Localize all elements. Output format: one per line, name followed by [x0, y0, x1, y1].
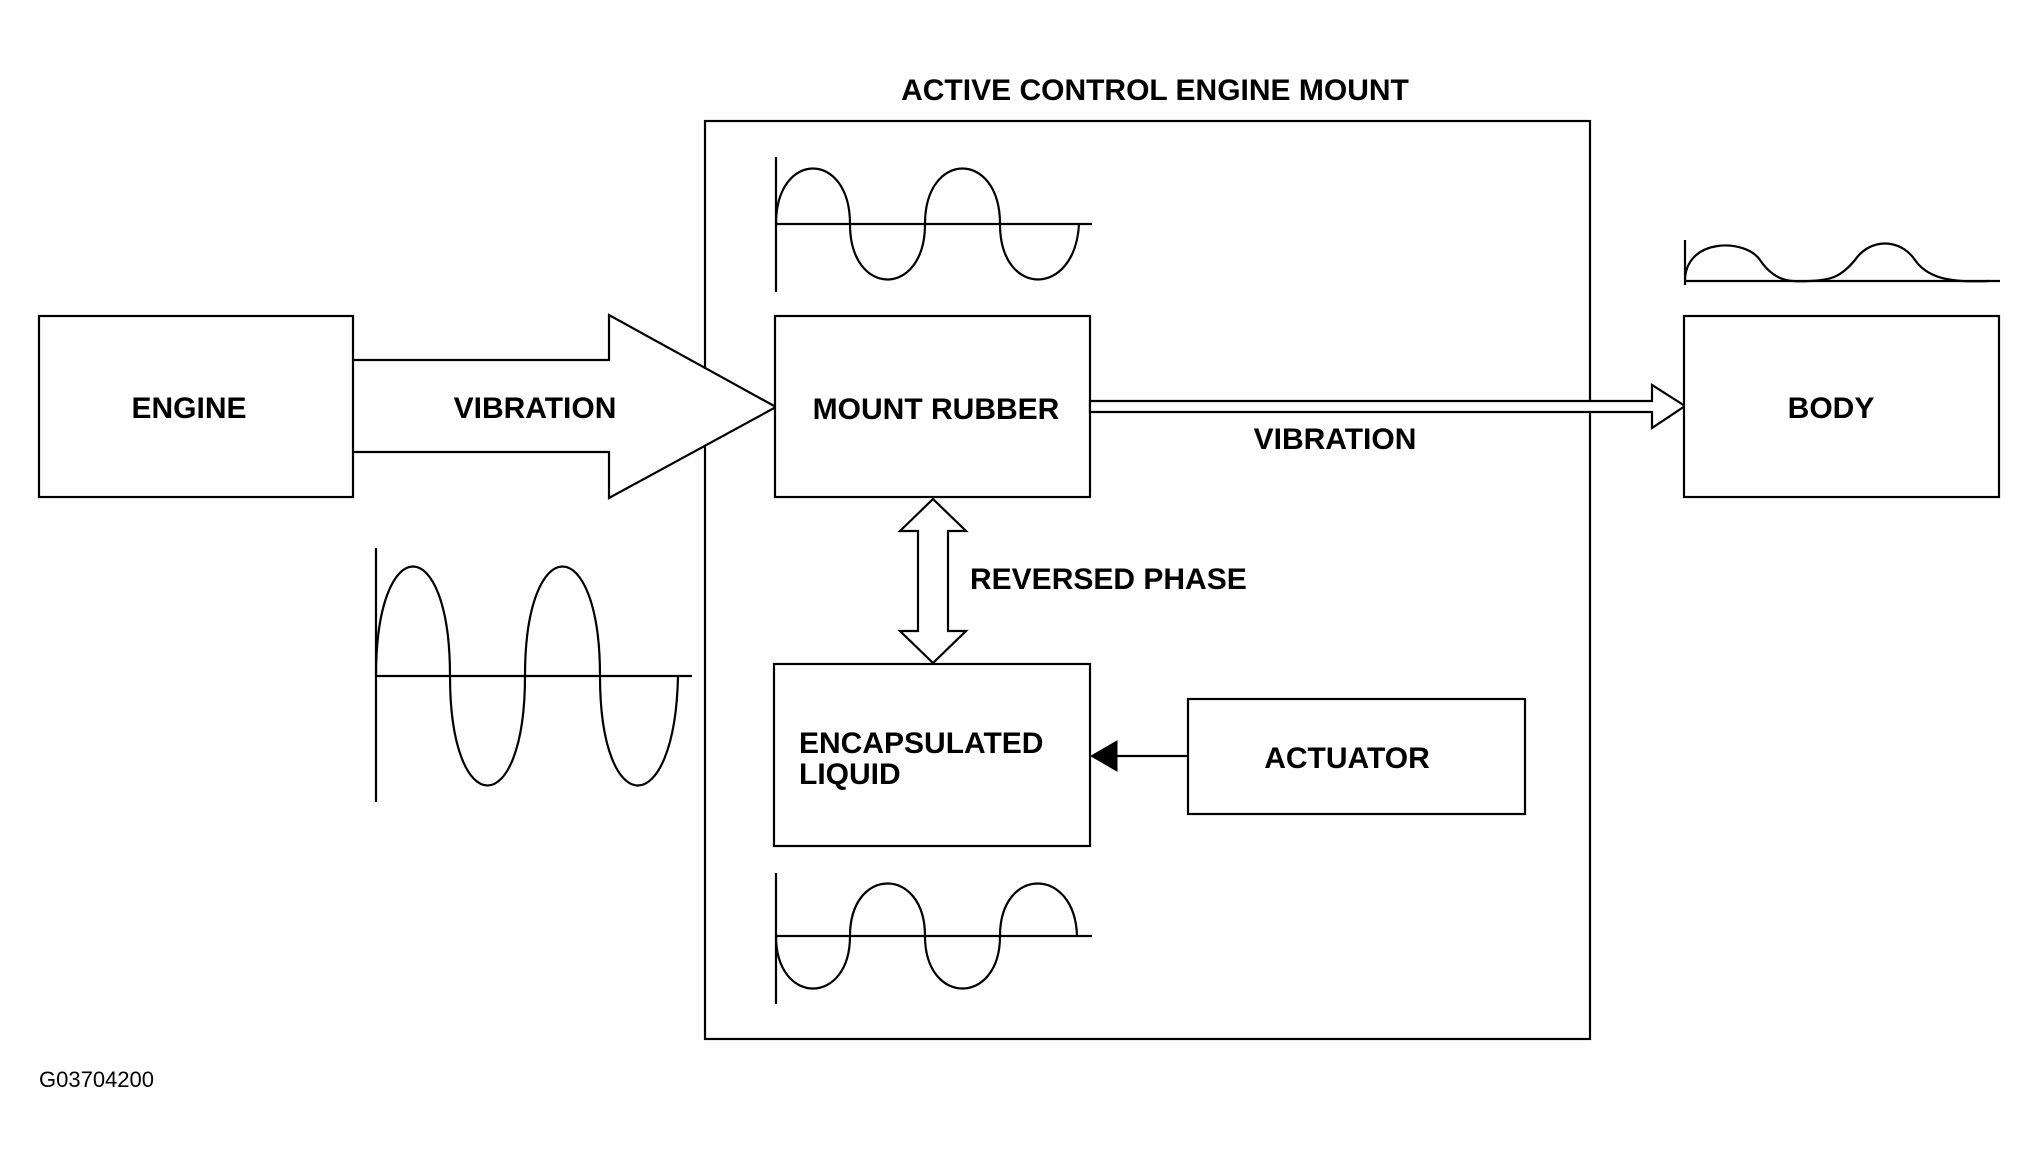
- engine-vibration-label: VIBRATION: [454, 392, 617, 425]
- encapsulated-liquid-label-line1: ENCAPSULATED: [799, 727, 1043, 760]
- body-box: [1682, 314, 2001, 499]
- encapsulated-liquid-box: [772, 662, 1092, 848]
- liquid-wave: [774, 882, 1079, 990]
- encapsulated-liquid-label-line2: LIQUID: [799, 758, 901, 791]
- body-wave: [1683, 242, 1991, 283]
- actuator-label: ACTUATOR: [1264, 742, 1430, 775]
- engine-vibration-arrow: [350, 313, 779, 500]
- active-control-engine-mount-box: [703, 119, 1592, 1041]
- reversed-phase-label: REVERSED PHASE: [970, 563, 1247, 596]
- mount-rubber-wave: [774, 167, 1081, 281]
- figure-code: G03704200: [39, 1067, 154, 1092]
- actuator-box: [1186, 697, 1527, 816]
- body-label: BODY: [1788, 392, 1875, 425]
- diagram-title: ACTIVE CONTROL ENGINE MOUNT: [901, 74, 1409, 107]
- engine-label: ENGINE: [131, 392, 246, 425]
- engine-box: [37, 314, 355, 499]
- body-vibration-arrow: [1088, 382, 1688, 431]
- mount-rubber-box: [773, 314, 1092, 499]
- actuator-arrow-head: [1089, 740, 1118, 772]
- mount-rubber-label: MOUNT RUBBER: [813, 393, 1060, 426]
- engine-wave: [374, 565, 680, 787]
- body-vibration-label: VIBRATION: [1254, 423, 1417, 456]
